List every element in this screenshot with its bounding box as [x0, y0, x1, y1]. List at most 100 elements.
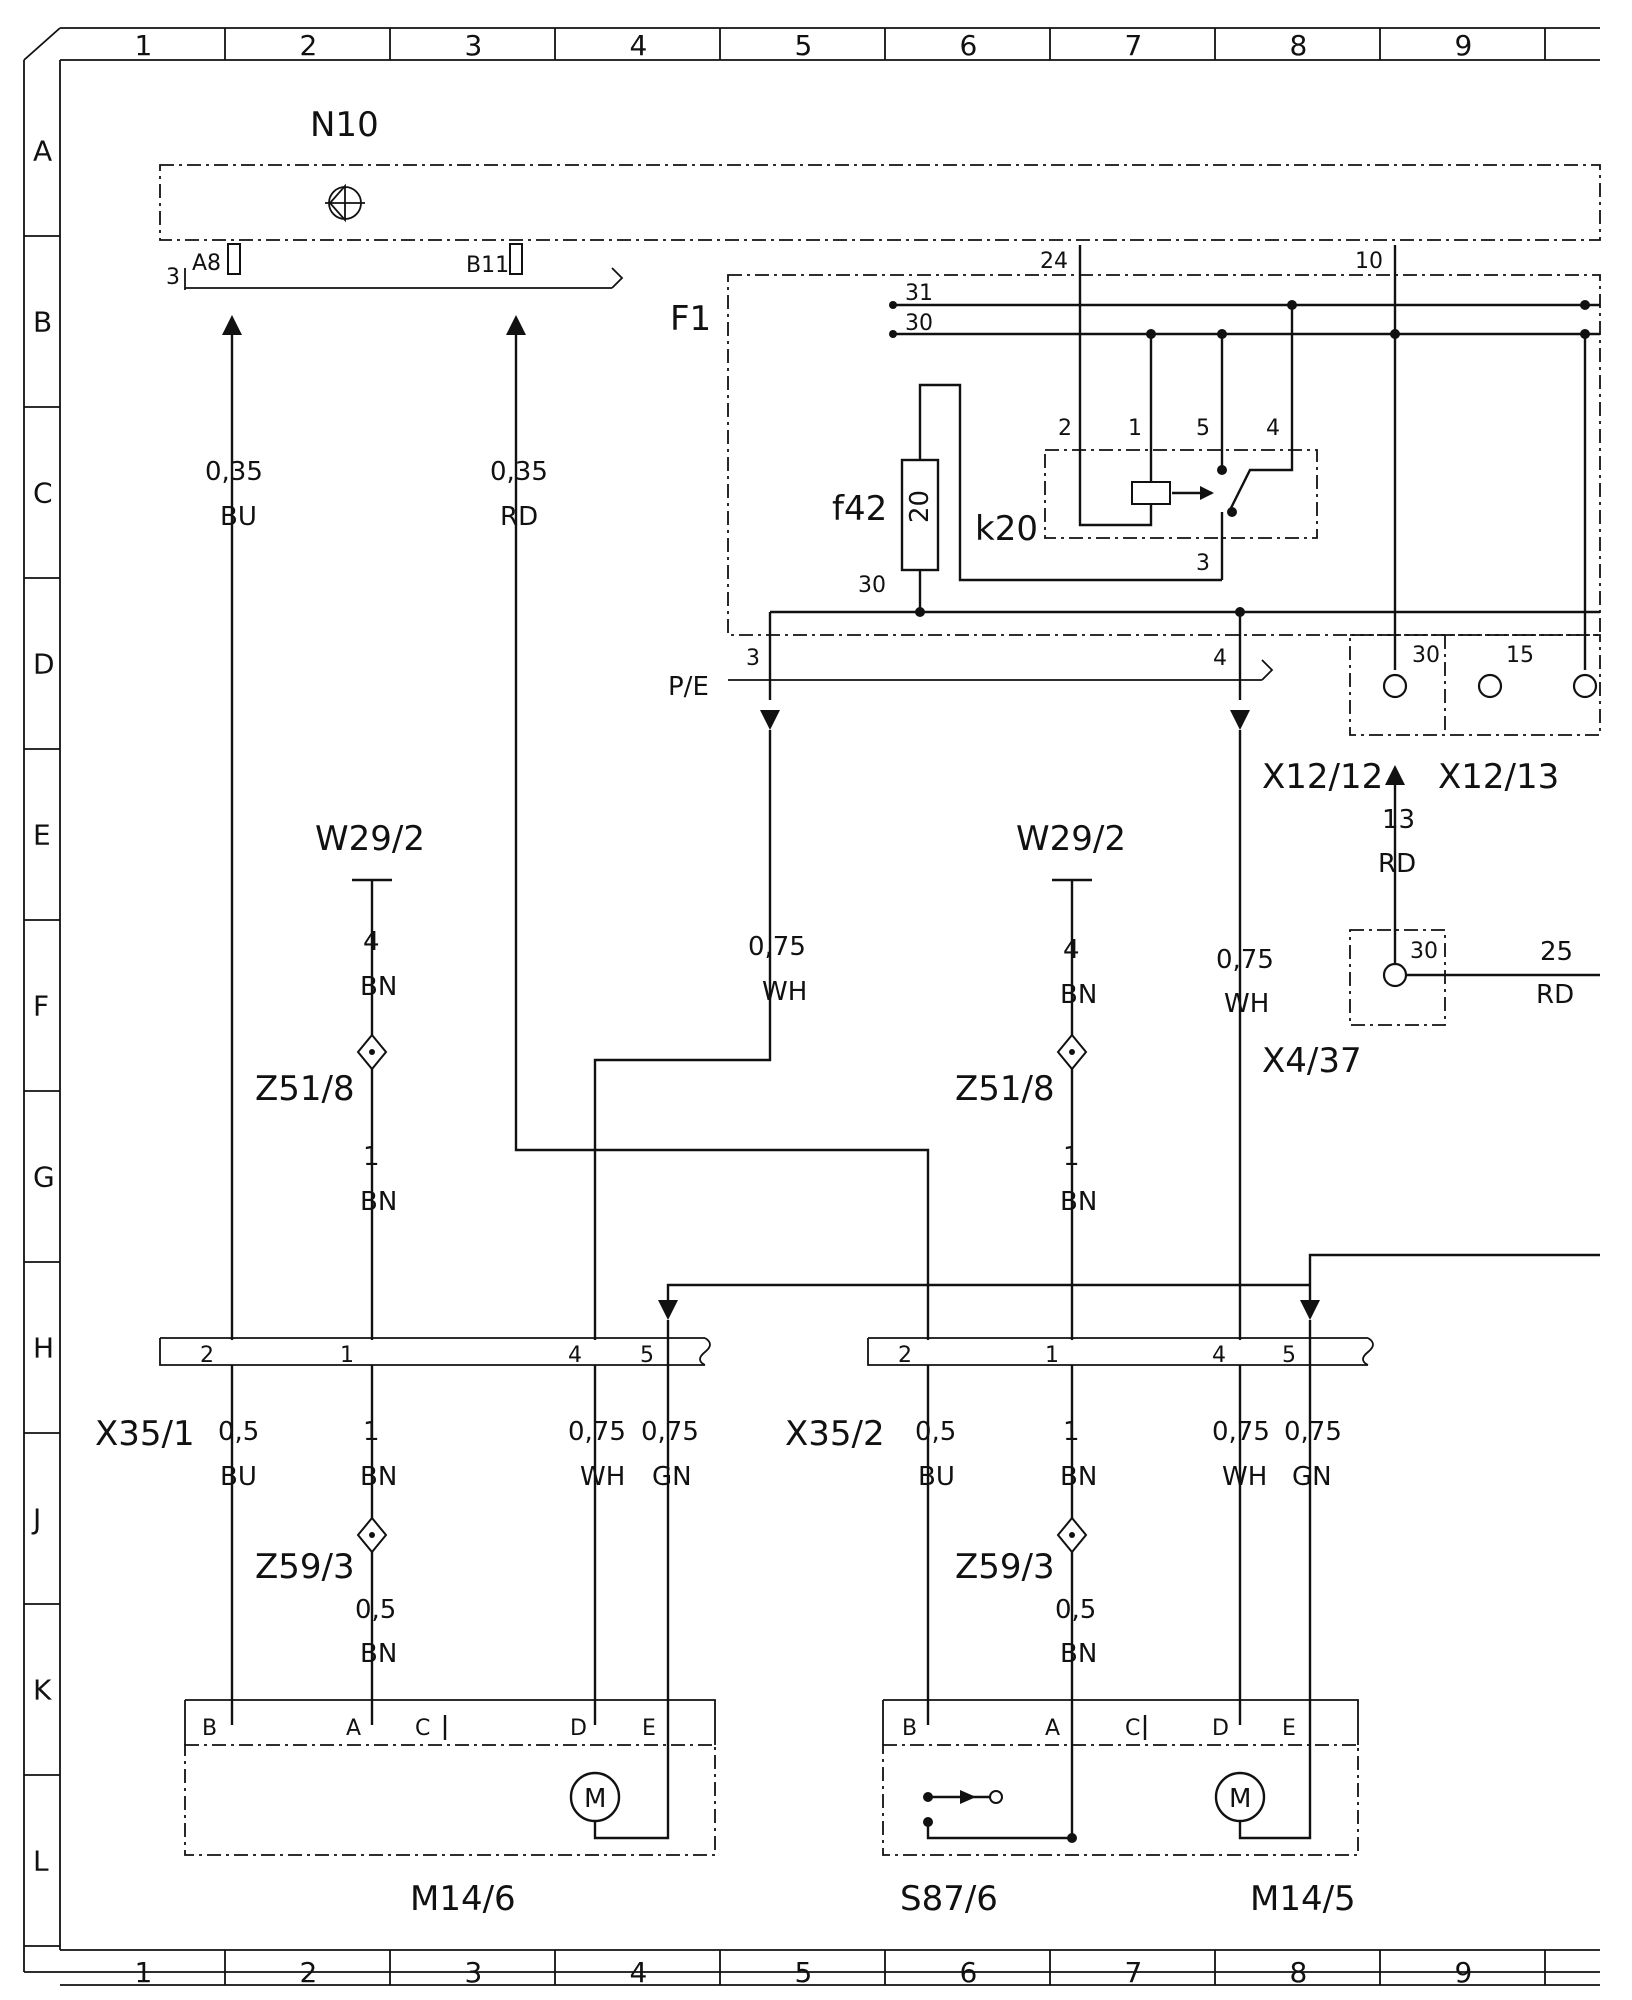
grid-column-bottom-label: 7 [1125, 1956, 1143, 1989]
grid-column-top-label: 8 [1290, 29, 1308, 62]
grid-column-top-label: 6 [960, 29, 978, 62]
f1-label: F1 [670, 299, 711, 339]
grid-row-label: C [33, 477, 53, 510]
grid-row-label: L [33, 1845, 49, 1878]
svg-text:BN: BN [360, 972, 397, 1002]
svg-text:4: 4 [1266, 416, 1280, 441]
svg-text:X35/1: X35/1 [95, 1414, 195, 1454]
svg-text:0,75: 0,75 [1284, 1417, 1342, 1447]
svg-text:1: 1 [363, 1142, 380, 1172]
svg-text:BN: BN [360, 1187, 397, 1217]
svg-text:0,75: 0,75 [1212, 1417, 1270, 1447]
grid-row-label: H [33, 1332, 54, 1365]
f1-fuse-relay-box: F1 31 30 24 10 k20 2 1 5 4 3 [670, 245, 1601, 670]
svg-text:C: C [415, 1716, 430, 1741]
grid-column-bottom-label: 6 [960, 1956, 978, 1989]
svg-text:BN: BN [1060, 1462, 1097, 1492]
grid-column-top-label: 1 [135, 29, 153, 62]
svg-text:5: 5 [1196, 416, 1210, 441]
x35-2-connector: X35/2 2 1 4 5 [785, 1337, 1374, 1454]
frame [23, 27, 1600, 1986]
svg-text:1: 1 [340, 1343, 354, 1368]
grid-row-label: F [33, 990, 49, 1023]
svg-text:3: 3 [166, 265, 180, 290]
k20-label: k20 [975, 509, 1038, 549]
svg-text:2: 2 [898, 1343, 912, 1368]
svg-text:2: 2 [200, 1343, 214, 1368]
n10-label: N10 [310, 105, 379, 145]
svg-text:A8: A8 [192, 251, 221, 276]
grid-column-bottom-label: 1 [135, 1956, 153, 1989]
grid-column-top-label: 4 [630, 29, 648, 62]
svg-text:E: E [642, 1716, 656, 1741]
m14-6-label: M14/6 [410, 1879, 516, 1919]
svg-text:RD: RD [500, 502, 538, 532]
grid-column-top-label: 7 [1125, 29, 1143, 62]
grid-column-bottom-label: 9 [1455, 1956, 1473, 1989]
svg-text:B: B [902, 1716, 917, 1741]
svg-text:0,75: 0,75 [1216, 945, 1274, 975]
motor-icon: M [1214, 1771, 1266, 1823]
grid-column-bottom-label: 5 [795, 1956, 813, 1989]
z51-8-right-label: Z51/8 [955, 1069, 1055, 1109]
svg-text:30: 30 [1412, 643, 1440, 668]
svg-text:B: B [202, 1716, 217, 1741]
svg-text:GN: GN [652, 1462, 692, 1492]
pe-connector: P/E 3 4 [668, 612, 1274, 730]
svg-text:0,75: 0,75 [568, 1417, 626, 1447]
svg-text:0,35: 0,35 [490, 457, 548, 487]
grid-column-top-label: 2 [300, 29, 318, 62]
svg-text:4: 4 [363, 927, 380, 957]
svg-text:4: 4 [1063, 935, 1080, 965]
grid-row-label: G [33, 1161, 55, 1194]
svg-text:25: 25 [1540, 937, 1573, 967]
svg-text:0,5: 0,5 [218, 1417, 259, 1447]
svg-text:BN: BN [1060, 980, 1097, 1010]
x35-1-connector: X35/1 2 1 4 5 [95, 1337, 711, 1454]
svg-text:BN: BN [360, 1462, 397, 1492]
svg-text:15: 15 [1506, 643, 1534, 668]
z51-8-left-label: Z51/8 [255, 1069, 355, 1109]
grid-row-label: K [33, 1674, 52, 1707]
grid-column-bottom-label: 8 [1290, 1956, 1308, 1989]
svg-text:WH: WH [762, 977, 807, 1007]
grid-column-top-label: 3 [465, 29, 483, 62]
x12-12-label: X12/12 [1262, 757, 1383, 797]
s87-6-m14-5-unit: B A C D E M S87/6 M14/5 [882, 1699, 1359, 1919]
grid-column-bottom-label: 4 [630, 1956, 648, 1989]
svg-text:X35/2: X35/2 [785, 1414, 885, 1454]
svg-text:1: 1 [363, 1417, 380, 1447]
f42-rating: 20 [905, 490, 935, 523]
svg-text:BU: BU [220, 1462, 257, 1492]
svg-text:P/E: P/E [668, 672, 709, 702]
svg-text:4: 4 [1212, 1343, 1226, 1368]
svg-text:BN: BN [360, 1639, 397, 1669]
svg-text:4: 4 [568, 1343, 582, 1368]
grid-row-label: B [33, 306, 52, 339]
n10-symbol-icon [325, 183, 365, 223]
s87-6-label: S87/6 [900, 1879, 998, 1919]
grid-column-bottom-label: 2 [300, 1956, 318, 1989]
svg-text:RD: RD [1378, 849, 1416, 879]
svg-text:3: 3 [746, 646, 760, 671]
x12-13-label: X12/13 [1438, 757, 1559, 797]
wires-lower-right: 0,5 BU 1 BN 0,75 WH 0,75 GN Z59/3 0,5 BN [915, 1320, 1342, 1725]
w29-2-left-label: W29/2 [315, 819, 425, 859]
f42-label: f42 [832, 489, 887, 529]
svg-text:5: 5 [640, 1343, 654, 1368]
svg-text:1: 1 [1063, 1417, 1080, 1447]
svg-text:GN: GN [1292, 1462, 1332, 1492]
wires-lower-left: 0,5 BU 1 BN 0,75 WH 0,75 GN Z59/3 0,5 BN [218, 1320, 699, 1725]
svg-text:BU: BU [918, 1462, 955, 1492]
wires-upper: 0,35 BU 0,35 RD 0,75 WH 0,75 WH W29/2 4 … [205, 315, 1600, 1340]
n10-control-unit: N10 3 A8 B11 [159, 105, 1601, 290]
svg-text:0,5: 0,5 [355, 1595, 396, 1625]
grid-row-label: J [31, 1503, 41, 1536]
grid-column-bottom-label: 3 [465, 1956, 483, 1989]
svg-text:E: E [1282, 1716, 1296, 1741]
svg-text:BU: BU [220, 502, 257, 532]
svg-text:1: 1 [1128, 416, 1142, 441]
switch-icon [923, 1790, 1003, 1827]
svg-text:5: 5 [1282, 1343, 1296, 1368]
